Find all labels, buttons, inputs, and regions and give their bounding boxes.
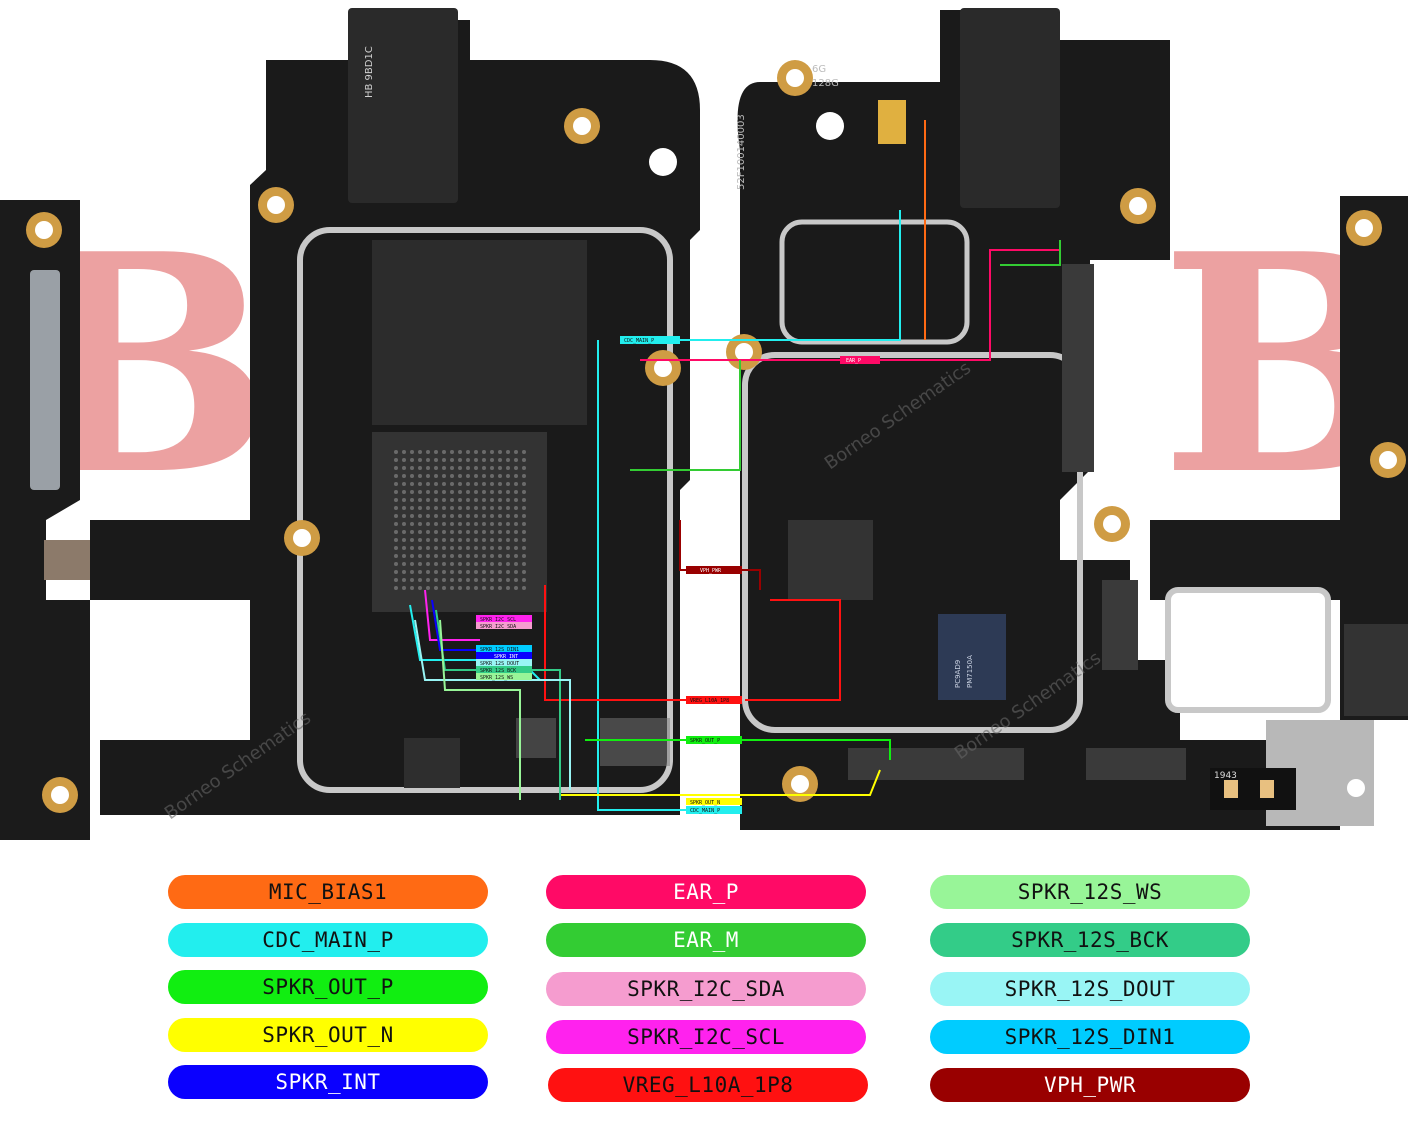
legend-label: SPKR_OUT_P (262, 975, 394, 999)
serial: 52F100140003 (736, 114, 747, 190)
legend-label: SPKR_12S_WS (1017, 880, 1163, 904)
legend-ear-m: EAR_M (546, 923, 866, 957)
legend-label: SPKR_INT (275, 1070, 381, 1094)
legend-label: VPH_PWR (1043, 1073, 1136, 1097)
center-board (726, 8, 1374, 830)
memory-line2: 128G (812, 78, 839, 89)
legend-spkr-out-p: SPKR_OUT_P (168, 970, 488, 1004)
legend-label: SPKR_12S_BCK (1011, 928, 1169, 952)
legend-label: CDC_MAIN_P (262, 928, 394, 952)
chip-line1: PC9AD9 (954, 660, 962, 688)
date-code: 1943 (1214, 771, 1237, 781)
legend-cdc-main-p: CDC_MAIN_P (168, 923, 488, 957)
legend-label: SPKR_OUT_N (262, 1023, 394, 1047)
legend-label: MIC_BIAS1 (268, 880, 388, 904)
tag-cdc-main-p: CDC_MAIN_P (624, 338, 654, 344)
legend-label: SPKR_12S_DIN1 (1004, 1025, 1176, 1049)
legend-vph-pwr: VPH_PWR (930, 1068, 1250, 1102)
trace-tags: CDC_MAIN_P EAR_P VPH_PWR VREG_L10A_1P8 S… (476, 336, 880, 814)
legend-spkr-int: SPKR_INT (168, 1065, 488, 1099)
legend-label: SPKR_I2C_SDA (627, 977, 785, 1001)
memory-line1: 6G (812, 64, 826, 75)
tag-ear-p: EAR_P (846, 358, 861, 364)
tag-spkr-i2c-sda: SPKR_I2C_SDA (480, 624, 516, 630)
legend-spkr-out-n: SPKR_OUT_N (168, 1018, 488, 1052)
legend-spkr-12s-ws: SPKR_12S_WS (930, 875, 1250, 909)
legend-spkr-i2c-sda: SPKR_I2C_SDA (546, 972, 866, 1006)
tag-spkr-out-p: SPKR_OUT_P (690, 738, 720, 744)
watermark-logo: B B (20, 188, 1408, 541)
pcb-diagram: B B (0, 8, 1408, 840)
legend-vreg-l10a-1p8: VREG_L10A_1P8 (548, 1068, 868, 1102)
left-board (90, 8, 700, 815)
tag-spkr-12s-bck: SPKR_12S_BCK (480, 668, 516, 674)
legend-label: EAR_M (673, 928, 739, 952)
legend-label: EAR_P (673, 880, 739, 904)
legend-label: SPKR_I2C_SCL (627, 1025, 785, 1049)
tag-spkr-out-n: SPKR_OUT_N (690, 800, 720, 806)
signal-legend: MIC_BIAS1 CDC_MAIN_P SPKR_OUT_P SPKR_OUT… (0, 860, 1408, 1130)
tag-spkr-12s-din1: SPKR_12S_DIN1 (480, 647, 519, 653)
legend-mic-bias1: MIC_BIAS1 (168, 875, 488, 909)
legend-ear-p: EAR_P (546, 875, 866, 909)
tag-vreg: VREG_L10A_1P8 (690, 698, 729, 704)
legend-spkr-12s-dout: SPKR_12S_DOUT (930, 972, 1250, 1006)
legend-label: VREG_L10A_1P8 (622, 1073, 794, 1097)
tag-spkr-int: SPKR_INT (494, 654, 518, 660)
legend-spkr-12s-din1: SPKR_12S_DIN1 (930, 1020, 1250, 1054)
tag-vph-pwr: VPH_PWR (700, 568, 722, 574)
chip-line2: PM7150A (966, 655, 974, 688)
legend-label: SPKR_12S_DOUT (1004, 977, 1176, 1001)
tag-spkr-12s-dout: SPKR_12S_DOUT (480, 661, 519, 667)
left-jack-code: HB 9BD1C (364, 46, 375, 98)
right-edge-board (1150, 196, 1408, 720)
tag-spkr-i2c-scl: SPKR_I2C_SCL (480, 617, 516, 623)
tag-spkr-12s-ws: SPKR_12S_WS (480, 675, 513, 681)
legend-spkr-12s-bck: SPKR_12S_BCK (930, 923, 1250, 957)
legend-spkr-i2c-scl: SPKR_I2C_SCL (546, 1020, 866, 1054)
tag-cdc-main-p-bottom: CDC_MAIN_P (690, 808, 720, 814)
